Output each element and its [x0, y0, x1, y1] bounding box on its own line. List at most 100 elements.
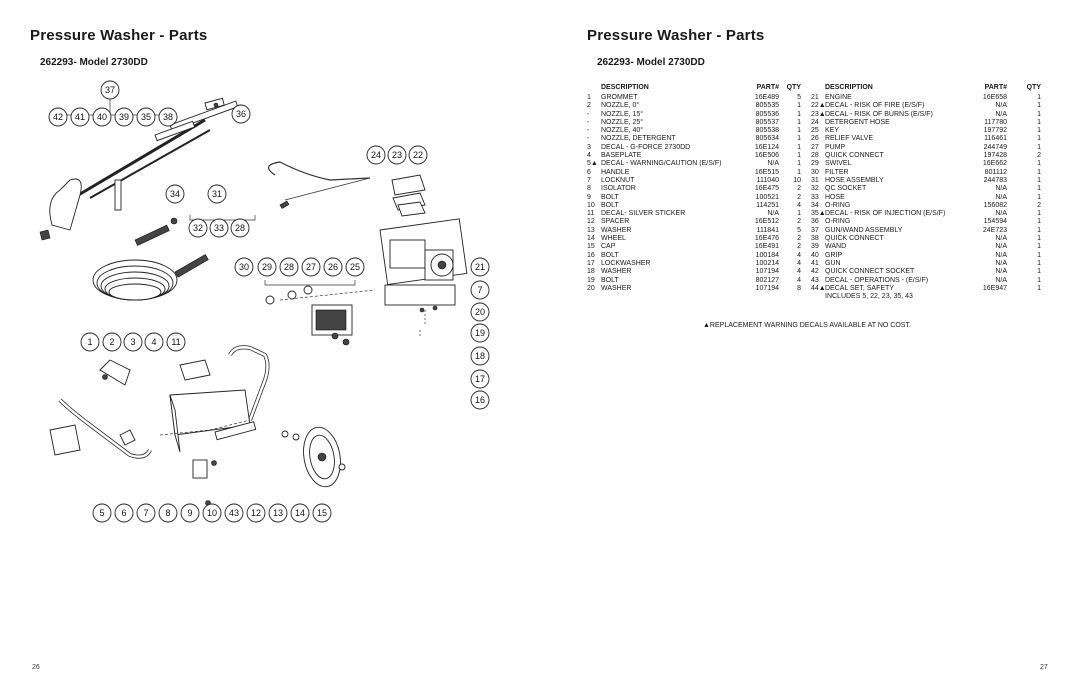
cell-gap	[801, 235, 811, 243]
callout-10: 10	[202, 503, 222, 523]
cell-gap	[801, 102, 811, 110]
svg-text:1: 1	[87, 337, 92, 347]
svg-text:16: 16	[475, 395, 485, 405]
cell-qty: 1	[797, 168, 801, 176]
cell-part-number: N/A	[995, 185, 1007, 193]
cell-description: ENGINE	[825, 94, 852, 101]
callout-28-upper: 28	[230, 218, 250, 238]
cell-part-number: N/A	[995, 102, 1007, 110]
svg-text:19: 19	[475, 328, 485, 338]
cell-part-number: 107194	[755, 268, 779, 276]
svg-text:32: 32	[193, 223, 203, 233]
cell-qty: 10	[793, 176, 801, 184]
cell-description: DECAL- SILVER STICKER	[601, 210, 686, 218]
cell-description: DETERGENT HOSE	[825, 118, 890, 126]
cell-item-number: -	[587, 127, 590, 135]
cell-qty: 1	[1037, 94, 1041, 101]
cell-qty: 2	[1037, 201, 1041, 209]
cell-description: DECAL - RISK OF FIRE (E/S/F)	[825, 102, 925, 110]
callout-1: 1	[80, 332, 100, 352]
cell-part-number: 197792	[983, 127, 1007, 135]
callout-12: 12	[246, 503, 266, 523]
cell-qty: 1	[1037, 235, 1041, 243]
cell-gap	[801, 260, 811, 268]
callout-8: 8	[158, 503, 178, 523]
callout-21: 21	[470, 257, 490, 277]
cell-qty: 5	[797, 94, 801, 101]
cell-description: WAND	[825, 243, 847, 251]
cell-part-number: N/A	[995, 110, 1007, 118]
cell-qty: 1	[1037, 185, 1041, 193]
svg-text:20: 20	[475, 307, 485, 317]
cell-part-number: 16E489	[754, 94, 779, 101]
cell-part-number: N/A	[995, 276, 1007, 284]
cell-gap	[801, 210, 811, 218]
svg-text:40: 40	[97, 112, 107, 122]
callout-20: 20	[470, 302, 490, 322]
callout-28: 28	[279, 257, 299, 277]
cell-gap	[801, 202, 811, 210]
cell-qty: 1	[797, 143, 801, 151]
cell-item-number: 35▲	[811, 210, 825, 218]
cell-qty: 1	[1037, 176, 1041, 184]
cell-item-number: 16	[587, 251, 595, 259]
cell-qty: 1	[1037, 168, 1041, 176]
cell-item-number: 29	[811, 160, 819, 168]
cell-item-number: 40	[811, 251, 819, 259]
cell-qty: 1	[1037, 210, 1041, 218]
cell-gap	[801, 177, 811, 185]
cell-description: CAP	[601, 243, 616, 251]
callout-5: 5	[92, 503, 112, 523]
cell-item-number: 24	[811, 118, 819, 126]
svg-text:17: 17	[475, 374, 485, 384]
cell-qty	[779, 293, 801, 301]
cell-part-number: 16E506	[754, 152, 779, 160]
header-part-number-2: PART#	[984, 84, 1007, 91]
cell-qty: 5	[797, 226, 801, 234]
cell-gap	[801, 135, 811, 143]
cell-gap	[801, 268, 811, 276]
cell-description: QUICK CONNECT	[825, 235, 884, 243]
cell-description: WASHER	[601, 268, 632, 276]
cell-description: GRIP	[825, 251, 843, 259]
cell-part-number: N/A	[995, 243, 1007, 251]
callout-16: 16	[470, 390, 490, 410]
cell-item-number: 26	[811, 135, 819, 143]
cell-description: SWIVEL	[825, 160, 852, 168]
svg-text:37: 37	[105, 85, 115, 95]
cell-part-number: 16E658	[982, 94, 1007, 101]
cell-item-number: 20	[587, 284, 595, 292]
cell-description: WASHER	[601, 226, 632, 234]
svg-text:7: 7	[477, 285, 482, 295]
cell-item-number: 36	[811, 218, 819, 226]
cell-description: WHEEL	[601, 235, 626, 243]
cell-description: HANDLE	[601, 168, 630, 176]
callout-32: 32	[188, 218, 208, 238]
replacement-decals-note: ▲REPLACEMENT WARNING DECALS AVAILABLE AT…	[703, 322, 911, 329]
svg-text:4: 4	[151, 337, 156, 347]
cell-part-number: 16E476	[754, 235, 779, 243]
cell-item-number: 39	[811, 243, 819, 251]
callout-4: 4	[144, 332, 164, 352]
cell-description: QC SOCKET	[825, 185, 867, 193]
cell-qty: 4	[797, 259, 801, 267]
cell-item-number	[811, 293, 825, 301]
cell-item-number: 32	[811, 185, 819, 193]
svg-text:15: 15	[317, 508, 327, 518]
cell-description: BOLT	[601, 201, 619, 209]
callout-15: 15	[312, 503, 332, 523]
cell-qty: 4	[797, 276, 801, 284]
cell-description: DECAL SET, SAFETY	[825, 284, 894, 292]
svg-text:2: 2	[109, 337, 114, 347]
cell-gap	[801, 218, 811, 226]
cell-part-number: 111040	[756, 176, 779, 184]
table-row: INCLUDES 5, 22, 23, 35, 43	[587, 293, 1041, 301]
